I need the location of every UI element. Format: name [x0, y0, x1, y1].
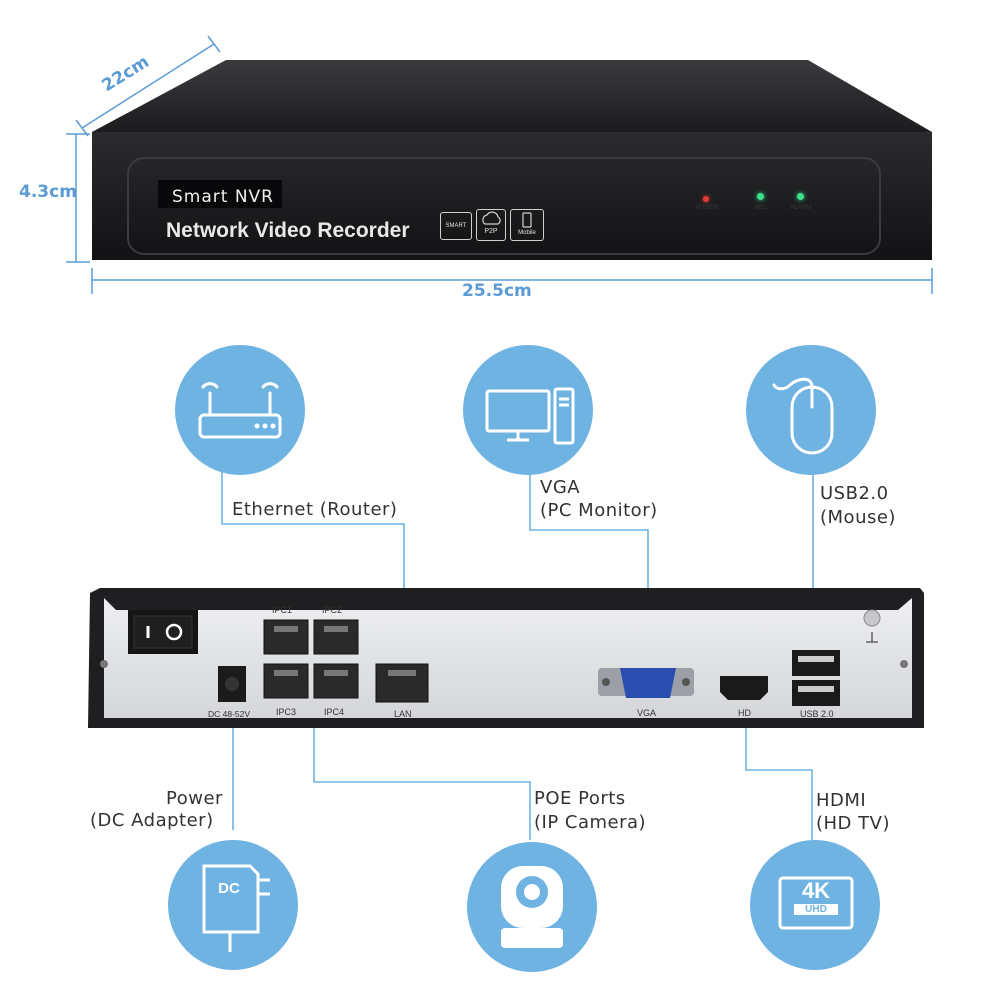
- rec-led-label: REC: [754, 205, 768, 211]
- hdmi-port-label: HD: [738, 708, 751, 718]
- lan-port-label: LAN: [394, 709, 412, 719]
- mobile-badge: Mobile: [510, 209, 544, 241]
- power-callout-title: Power: [166, 788, 223, 809]
- rec-led: [757, 193, 764, 200]
- width-dimension-label: 25.5cm: [462, 281, 532, 301]
- camera-circle: [467, 842, 597, 972]
- mouse-circle: [746, 345, 876, 475]
- usb-callout-subtitle: (Mouse): [820, 507, 896, 528]
- smart-badge: SMART: [440, 212, 472, 240]
- front-title-label: Network Video Recorder: [166, 219, 410, 242]
- router-icon: [198, 382, 282, 439]
- ipc3-label: IPC3: [276, 707, 297, 717]
- ipc2-label: IPC2: [322, 605, 343, 615]
- nvr-front-device: [92, 60, 932, 260]
- monitor-circle: [463, 345, 593, 475]
- alarm-led-label: ALARM: [790, 205, 812, 211]
- height-dimension-label: 4.3cm: [19, 182, 77, 202]
- vga-port-label: VGA: [637, 708, 657, 718]
- tv-circle: 4K UHD: [750, 840, 880, 970]
- vga-callout-title: VGA: [540, 477, 581, 498]
- ipc1-label: IPC1: [272, 605, 293, 615]
- front-brand-label: Smart NVR: [172, 187, 274, 207]
- hdmi-callout-subtitle: (HD TV): [816, 813, 890, 834]
- alarm-led: [797, 193, 804, 200]
- uhd-icon-text: UHD: [794, 904, 838, 915]
- power-callout-subtitle: (DC Adapter): [90, 810, 214, 831]
- dimension-lines: [66, 35, 933, 294]
- phone-icon: [522, 212, 532, 228]
- hdmi-callout-title: HDMI: [816, 790, 867, 811]
- power-led-label: POWER: [695, 205, 719, 211]
- 4k-icon-text: 4K: [801, 878, 831, 903]
- pc-monitor-icon: [485, 387, 575, 445]
- dc-input-label: DC 48-52V: [208, 709, 251, 719]
- dc-adapter-icon: [202, 864, 270, 952]
- ip-camera-icon: [501, 866, 563, 948]
- ipc4-label: IPC4: [324, 707, 345, 717]
- adapter-circle: DC: [168, 840, 298, 970]
- 4k-uhd-icon: [778, 876, 854, 930]
- poe-callout-title: POE Ports: [534, 788, 626, 809]
- p2p-badge: P2P: [476, 209, 506, 241]
- ethernet-callout: Ethernet (Router): [232, 499, 398, 520]
- usb-port-label: USB 2.0: [800, 709, 834, 719]
- cloud-icon: [482, 211, 501, 225]
- usb-callout-title: USB2.0: [820, 483, 889, 504]
- nvr-rear-device: [88, 588, 924, 728]
- router-circle: [175, 345, 305, 475]
- poe-callout-subtitle: (IP Camera): [534, 812, 647, 833]
- power-led: [703, 196, 709, 202]
- mouse-icon: [772, 377, 834, 455]
- dc-icon-text: DC: [218, 880, 240, 897]
- vga-callout-subtitle: (PC Monitor): [540, 500, 658, 521]
